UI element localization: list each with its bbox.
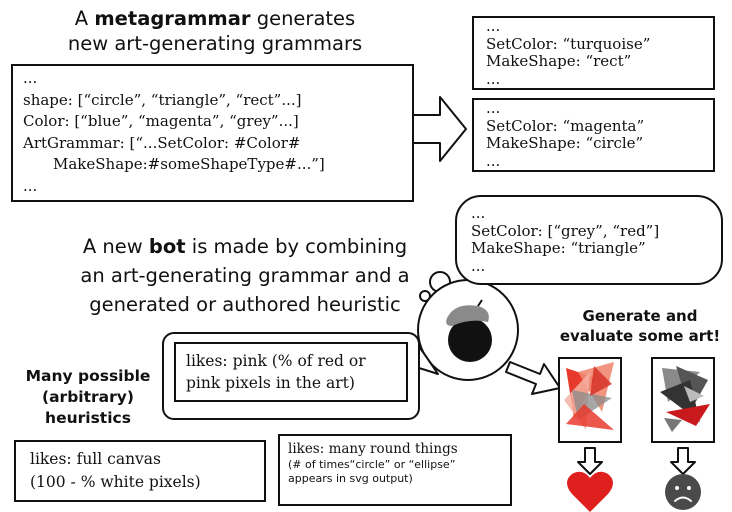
down-arrow-1	[577, 447, 603, 475]
heuristics-label: Many possible (arbitrary) heuristics	[25, 367, 151, 427]
sad-face-icon	[665, 474, 701, 510]
grammar-line: ...	[486, 151, 501, 170]
bot-thought-bubble: ... SetColor: [“grey”, “red”] MakeShape:…	[455, 195, 723, 285]
art-card-2	[651, 357, 715, 443]
heuristic-round-title: likes: many round things	[288, 441, 458, 457]
heuristic-round-detail: appears in svg output)	[288, 472, 413, 485]
metagrammar-line: ArtGrammar: [“...SetColor: #Color#	[23, 133, 301, 152]
bot-text-line-1: A new bot is made by combining	[82, 235, 408, 258]
art-card-1	[558, 357, 622, 443]
generate-label: Generate and evaluate some art!	[559, 307, 721, 345]
metagrammar-box: ... shape: [“circle”, “triangle”, “rect”…	[11, 64, 414, 202]
bubble-line: ...	[471, 256, 486, 275]
metagrammar-line: MakeShape:#someShapeType#...”]	[53, 155, 325, 173]
grammar-box-1: ... SetColor: “turquoise” MakeShape: “re…	[472, 16, 715, 90]
grammar-line: SetColor: “turquoise”	[486, 34, 651, 53]
bot-figure	[446, 299, 492, 362]
metagrammar-line: ...	[23, 69, 38, 87]
heuristic-pink-bubble: likes: pink (% of red or pink pixels in …	[162, 332, 420, 420]
heuristic-pink-inner: likes: pink (% of red or pink pixels in …	[174, 342, 408, 402]
metagrammar-line: ...	[23, 176, 38, 195]
heuristic-canvas-box: likes: full canvas (100 - % white pixels…	[14, 440, 266, 502]
grammar-line: SetColor: “magenta”	[486, 116, 645, 135]
heart-icon	[567, 471, 613, 512]
metagrammar-line: shape: [“circle”, “triangle”, “rect”...]	[23, 90, 302, 109]
grammar-line: MakeShape: “rect”	[486, 52, 632, 70]
title-line-1: A metagrammar generates	[74, 7, 356, 30]
bot-text-line-3: generated or authored heuristic	[89, 293, 401, 316]
heuristic-pink-line: likes: pink (% of red or	[186, 352, 366, 370]
metagrammar-line: Color: [“blue”, “magenta”, “grey”...]	[23, 112, 299, 130]
title-keyword: metagrammar	[94, 7, 251, 30]
heuristic-round-detail: (# of times“circle” or “ellipse”	[288, 458, 456, 471]
down-arrow-2	[670, 447, 696, 475]
bubble-line: ...	[471, 204, 486, 222]
bubble-line: SetColor: [“grey”, “red”]	[471, 221, 660, 240]
grammar-line: ...	[486, 99, 501, 117]
bot-text-line-2: an art-generating grammar and a	[80, 264, 410, 287]
title-line-2: new art-generating grammars	[67, 32, 363, 55]
grammar-line: MakeShape: “circle”	[486, 134, 644, 152]
arrow-to-art	[505, 361, 561, 395]
grammar-line: ...	[486, 17, 501, 35]
heuristic-round-box: likes: many round things (# of times“cir…	[278, 434, 512, 506]
bubble-line: MakeShape: “triangle”	[471, 239, 646, 257]
bot-keyword: bot	[148, 235, 186, 258]
bot-description: A new bot is made by combining an art-ge…	[50, 232, 440, 319]
page-title: A metagrammar generates new art-generati…	[20, 6, 410, 56]
arrow-to-grammars	[412, 96, 467, 162]
grammar-line: ...	[486, 69, 501, 88]
heuristic-pink-line: pink pixels in the art)	[186, 374, 355, 392]
grammar-box-2: ... SetColor: “magenta” MakeShape: “circ…	[472, 98, 715, 172]
